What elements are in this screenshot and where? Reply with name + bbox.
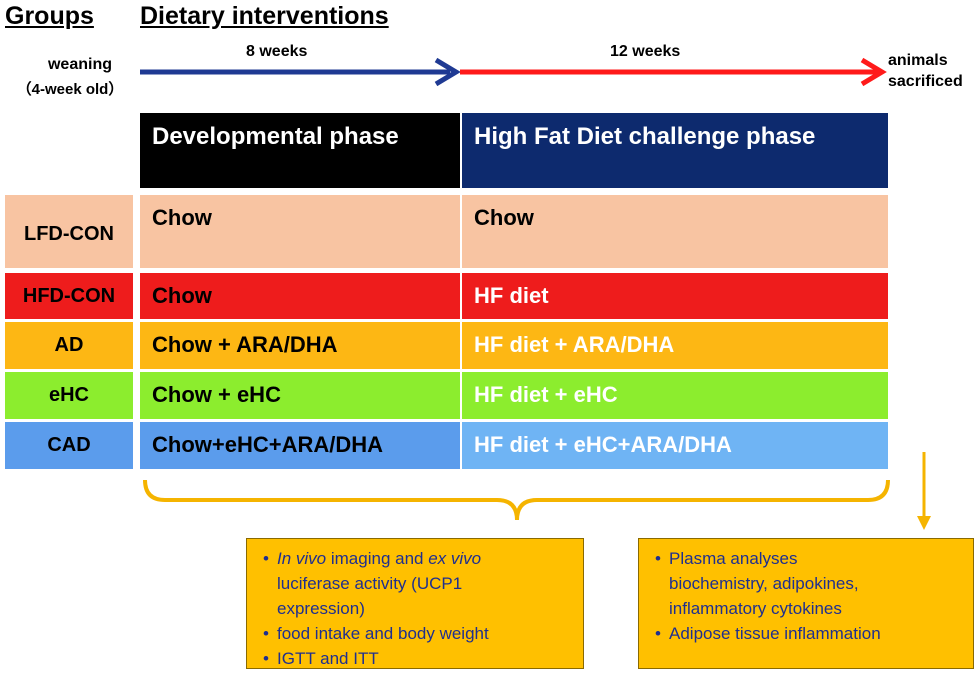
italic-text: In vivo [277,549,327,568]
dev-diet-cell: Chow [140,195,460,268]
phase1-arrow [140,57,461,87]
group-label: CAD [5,422,133,469]
measurements-box-right: Plasma analyses biochemistry, adipokines… [638,538,974,669]
measurements-box-left: In vivo imaging and ex vivo luciferase a… [246,538,584,671]
sacrificed-label-line1: animals [888,52,948,69]
hfd-diet-cell: HF diet + eHC [462,372,888,419]
group-label: LFD-CON [5,195,133,268]
text: imaging and [326,549,429,568]
sacrificed-label-line2: sacrificed [888,73,963,90]
dev-diet-cell: Chow [140,273,460,319]
hfd-diet-cell: HF diet + eHC+ARA/DHA [462,422,888,469]
measurement-item-cont: biochemistry, adipokines, [669,574,859,593]
group-label: eHC [5,372,133,419]
hfd-diet-cell: HF diet [462,273,888,319]
bracket [143,479,890,521]
italic-text: ex vivo [428,549,482,568]
developmental-phase-header: Developmental phase [140,113,460,188]
measurement-item: IGTT and ITT [255,646,575,671]
measurement-item-cont: luciferase activity (UCP1 [277,574,463,593]
hfd-diet-cell: HF diet + ARA/DHA [462,322,888,369]
measurement-item: Adipose tissue inflammation [647,621,965,646]
interventions-header: Dietary interventions [140,2,389,30]
hfd-phase-header: High Fat Diet challenge phase [462,113,888,188]
group-label: HFD-CON [5,273,133,319]
measurement-item-cont: expression) [277,599,365,618]
hfd-diet-cell: Chow [462,195,888,268]
down-arrow-head [917,516,931,530]
measurement-item: In vivo imaging and ex vivo [255,546,575,571]
weaning-age-label: （4-week old） [16,81,124,98]
weaning-label: weaning [47,56,112,73]
group-label: AD [5,322,133,369]
dev-diet-cell: Chow + eHC [140,372,460,419]
measurement-item-cont: inflammatory cytokines [669,599,842,618]
phase1-duration-label: 8 weeks [246,43,308,60]
dev-diet-cell: Chow + ARA/DHA [140,322,460,369]
measurement-item: Plasma analyses [647,546,965,571]
dev-diet-cell: Chow+eHC+ARA/DHA [140,422,460,469]
groups-header: Groups [5,2,94,30]
phase2-arrow [460,57,887,87]
measurement-item: food intake and body weight [255,621,575,646]
phase2-duration-label: 12 weeks [610,43,681,60]
